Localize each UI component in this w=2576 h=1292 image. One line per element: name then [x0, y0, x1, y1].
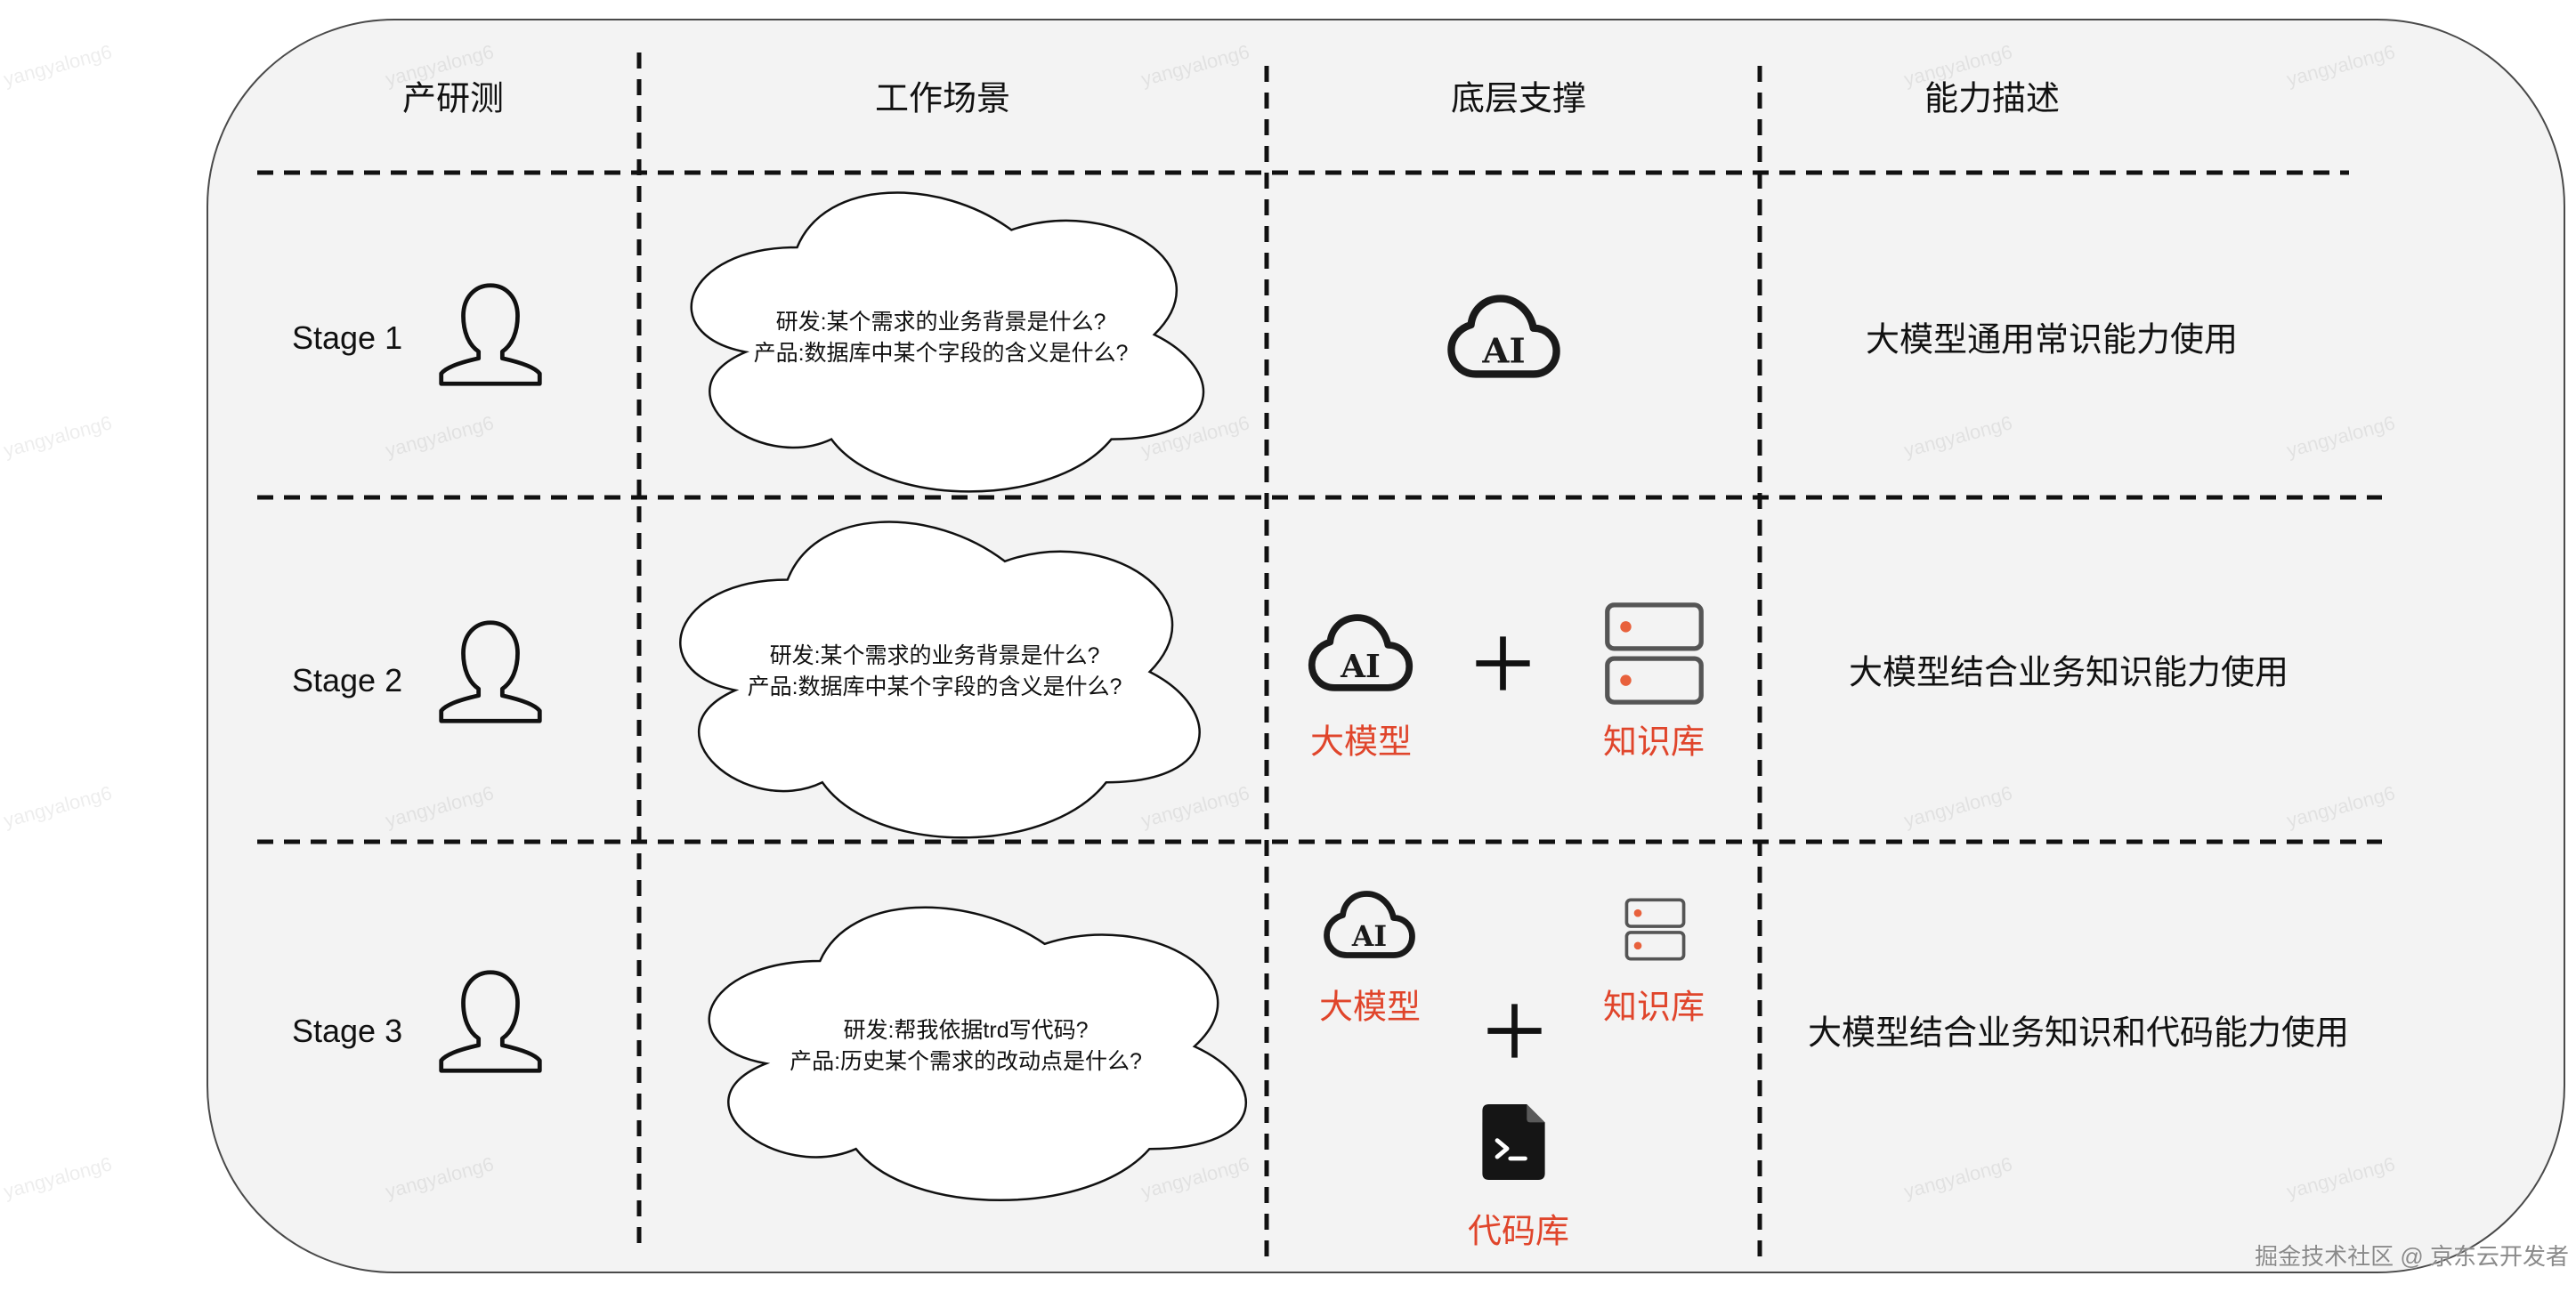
header-capability-description: 能力描述 [1924, 80, 2061, 118]
knowledge-base-label: 知识库 [1602, 989, 1705, 1027]
header-product-dev-test: 产研测 [401, 80, 505, 118]
server-stack-icon [1605, 602, 1704, 705]
header-underlying-support: 底层支撑 [1450, 80, 1587, 118]
code-repo-label: 代码库 [1467, 1213, 1570, 1251]
scenario-line-product: 产品:数据库中某个字段的含义是什么? [753, 341, 1129, 366]
scenario-text: 研发:某个需求的业务背景是什么? 产品:数据库中某个字段的含义是什么? [754, 307, 1129, 369]
ai-glyph: AI [1340, 648, 1381, 685]
scenario-line-dev: 研发:某个需求的业务背景是什么? [775, 310, 1106, 335]
scenario-line-product: 产品:历史某个需求的改动点是什么? [790, 1049, 1142, 1074]
scenario-text: 研发:帮我依据trd写代码? 产品:历史某个需求的改动点是什么? [790, 1015, 1142, 1078]
ai-glyph: AI [1351, 920, 1387, 953]
scenario-text: 研发:某个需求的业务背景是什么? 产品:数据库中某个字段的含义是什么? [748, 641, 1122, 703]
stage-1-label: Stage 1 [292, 319, 403, 356]
scenario-line-product: 产品:数据库中某个字段的含义是什么? [747, 674, 1122, 699]
ai-cloud-icon: AI [1447, 295, 1560, 378]
capability-text: 大模型结合业务知识能力使用 [1848, 654, 2289, 692]
scenario-line-dev: 研发:帮我依据trd写代码? [843, 1018, 1089, 1043]
capability-text: 大模型结合业务知识和代码能力使用 [1807, 1014, 2350, 1053]
scenario-cloud [670, 876, 1269, 1217]
scenario-cloud [654, 160, 1226, 509]
stage-3-label: Stage 3 [292, 1013, 403, 1049]
user-outline-icon [439, 620, 542, 723]
ai-glyph: AI [1481, 332, 1525, 372]
user-outline-icon [439, 283, 542, 386]
plus-icon [1476, 636, 1530, 690]
ai-cloud-icon: AI [1324, 891, 1415, 958]
footer-credit: 掘金技术社区 @ 京东云开发者 [2255, 1243, 2569, 1270]
stage-2-label: Stage 2 [292, 662, 403, 698]
header-work-scenario: 工作场景 [874, 80, 1011, 118]
terminal-file-icon [1482, 1104, 1545, 1180]
capability-text: 大模型通用常识能力使用 [1865, 321, 2239, 359]
scenario-line-dev: 研发:某个需求的业务背景是什么? [769, 643, 1100, 668]
ai-cloud-icon: AI [1308, 614, 1414, 691]
server-stack-icon [1624, 898, 1686, 961]
scenario-cloud [643, 488, 1222, 856]
llm-label: 大模型 [1318, 989, 1422, 1027]
llm-label: 大模型 [1309, 723, 1413, 762]
plus-icon [1487, 1004, 1542, 1058]
knowledge-base-label: 知识库 [1602, 723, 1705, 762]
user-outline-icon [439, 970, 542, 1073]
